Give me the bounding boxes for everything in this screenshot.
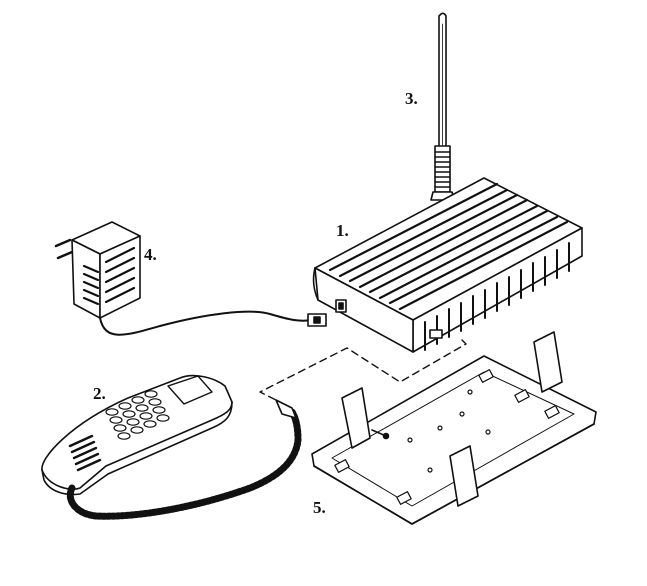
- handset-display: [167, 375, 213, 405]
- handset-coiled-cord: [66, 408, 302, 520]
- handset-keypad: [105, 390, 170, 440]
- base-unit: [312, 177, 583, 353]
- heatsink-fins: [328, 182, 569, 311]
- callout-mounting-bracket: 5.: [313, 498, 326, 517]
- power-adapter: [54, 221, 327, 336]
- antenna-coil: [434, 145, 451, 193]
- dashed-cable-route: [259, 339, 467, 401]
- callout-base-unit: 1.: [336, 221, 349, 240]
- callout-handset: 2.: [93, 384, 106, 403]
- mounting-bracket: [311, 331, 597, 525]
- handset: [41, 374, 302, 520]
- handset-earpiece: [68, 434, 102, 472]
- adapter-cable: [99, 310, 313, 336]
- callout-antenna: 3.: [405, 89, 418, 108]
- bracket-slots: [334, 369, 560, 505]
- antenna: [430, 12, 455, 201]
- vent-grille: [82, 246, 136, 306]
- callout-power-adapter: 4.: [144, 245, 157, 264]
